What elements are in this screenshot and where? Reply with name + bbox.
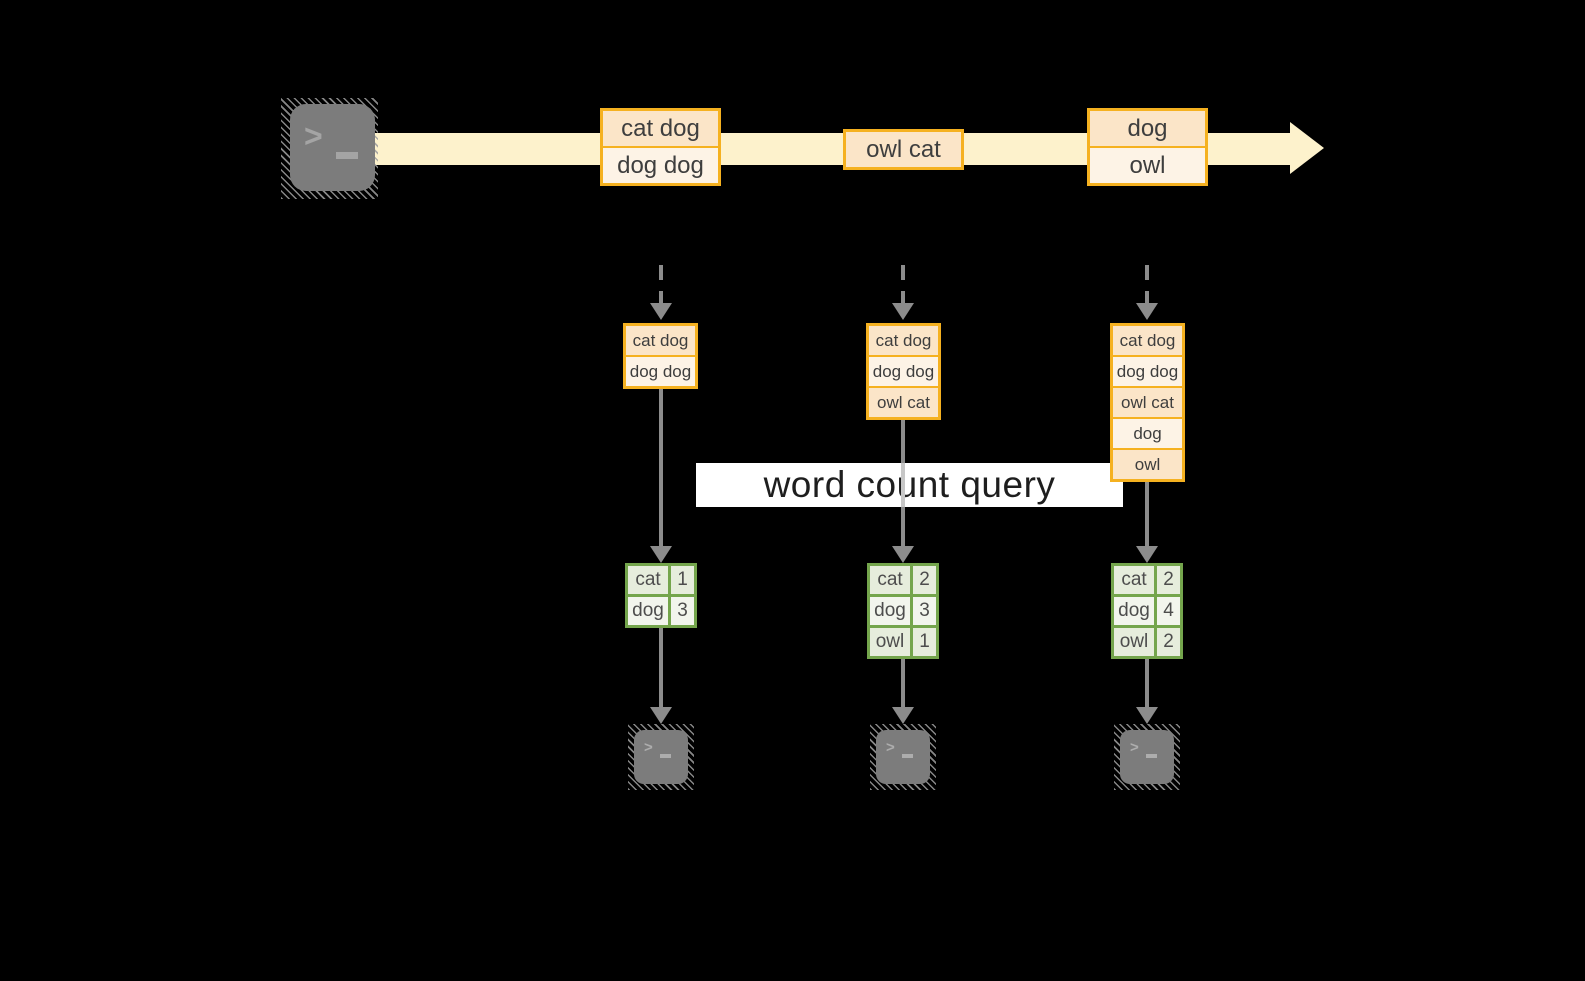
connector-line	[901, 507, 905, 547]
input-row: dog	[1113, 419, 1182, 448]
result-word-cell: dog	[870, 597, 910, 625]
result-count-cell: 3	[671, 597, 694, 625]
result-row: dog 3	[870, 597, 936, 625]
connector-line	[659, 389, 663, 547]
terminal-prompt-icon: >	[886, 739, 895, 756]
terminal-screen: >	[1120, 730, 1174, 784]
output-terminal-icon: >	[628, 724, 694, 790]
input-row: dog dog	[626, 357, 695, 386]
terminal-screen: >	[634, 730, 688, 784]
stream-to-input-arrow	[659, 265, 663, 305]
result-word-cell: owl	[1114, 628, 1154, 656]
connector-line	[901, 659, 905, 708]
output-terminal-icon: >	[870, 724, 936, 790]
result-count-cell: 1	[913, 628, 936, 656]
terminal-prompt-icon: >	[1130, 739, 1139, 756]
arrowhead-icon	[892, 546, 914, 563]
terminal-cursor-icon	[336, 152, 358, 159]
terminal-cursor-icon	[660, 754, 671, 758]
source-terminal-icon: >	[281, 98, 378, 199]
terminal-screen: >	[876, 730, 930, 784]
result-row: owl 2	[1114, 628, 1180, 656]
result-row: cat 2	[870, 566, 936, 594]
result-count-cell: 2	[913, 566, 936, 594]
input-row: owl	[1113, 450, 1182, 479]
stream-batch-1: cat dog dog dog	[600, 108, 721, 186]
arrowhead-icon	[892, 707, 914, 724]
batch-row: owl	[1090, 148, 1205, 183]
input-table-1: cat dog dog dog	[623, 323, 698, 389]
stream-to-input-arrow	[1145, 265, 1149, 305]
connector-line	[659, 628, 663, 708]
result-count-cell: 3	[913, 597, 936, 625]
result-word-cell: cat	[628, 566, 668, 594]
input-row: owl cat	[869, 388, 938, 417]
terminal-prompt-icon: >	[304, 118, 323, 154]
batch-row: owl cat	[846, 132, 961, 167]
result-word-cell: dog	[1114, 597, 1154, 625]
terminal-prompt-icon: >	[644, 739, 653, 756]
result-word-cell: cat	[1114, 566, 1154, 594]
stream-to-input-arrow	[901, 265, 905, 305]
connector-line	[901, 463, 905, 507]
batch-row: dog dog	[603, 148, 718, 183]
query-label-bar: word count query	[696, 463, 1123, 507]
query-label: word count query	[763, 464, 1056, 505]
result-row: owl 1	[870, 628, 936, 656]
input-row: cat dog	[869, 326, 938, 355]
result-row: cat 1	[628, 566, 694, 594]
connector-line	[1145, 659, 1149, 708]
batch-row: cat dog	[603, 111, 718, 146]
terminal-screen: >	[290, 104, 375, 191]
input-row: owl cat	[1113, 388, 1182, 417]
batch-row: dog	[1090, 111, 1205, 146]
stream-arrowhead-icon	[1290, 122, 1324, 174]
result-count-cell: 1	[671, 566, 694, 594]
result-table-3: cat 2 dog 4 owl 2	[1111, 563, 1183, 659]
input-row: dog dog	[869, 357, 938, 386]
arrowhead-icon	[892, 303, 914, 320]
input-row: dog dog	[1113, 357, 1182, 386]
terminal-cursor-icon	[1146, 754, 1157, 758]
connector-line	[1145, 482, 1149, 547]
terminal-cursor-icon	[902, 754, 913, 758]
stream-batch-3: dog owl	[1087, 108, 1208, 186]
arrowhead-icon	[1136, 303, 1158, 320]
arrowhead-icon	[1136, 707, 1158, 724]
input-row: cat dog	[1113, 326, 1182, 355]
result-row: dog 3	[628, 597, 694, 625]
arrowhead-icon	[650, 707, 672, 724]
input-table-3: cat dog dog dog owl cat dog owl	[1110, 323, 1185, 482]
connector-line	[901, 420, 905, 463]
output-terminal-icon: >	[1114, 724, 1180, 790]
arrowhead-icon	[650, 546, 672, 563]
result-row: dog 4	[1114, 597, 1180, 625]
stream-batch-2: owl cat	[843, 129, 964, 170]
result-word-cell: cat	[870, 566, 910, 594]
result-count-cell: 4	[1157, 597, 1180, 625]
result-count-cell: 2	[1157, 628, 1180, 656]
arrowhead-icon	[1136, 546, 1158, 563]
result-table-1: cat 1 dog 3	[625, 563, 697, 628]
result-word-cell: dog	[628, 597, 668, 625]
input-table-2: cat dog dog dog owl cat	[866, 323, 941, 420]
input-row: cat dog	[626, 326, 695, 355]
arrowhead-icon	[650, 303, 672, 320]
result-table-2: cat 2 dog 3 owl 1	[867, 563, 939, 659]
result-word-cell: owl	[870, 628, 910, 656]
result-row: cat 2	[1114, 566, 1180, 594]
result-count-cell: 2	[1157, 566, 1180, 594]
